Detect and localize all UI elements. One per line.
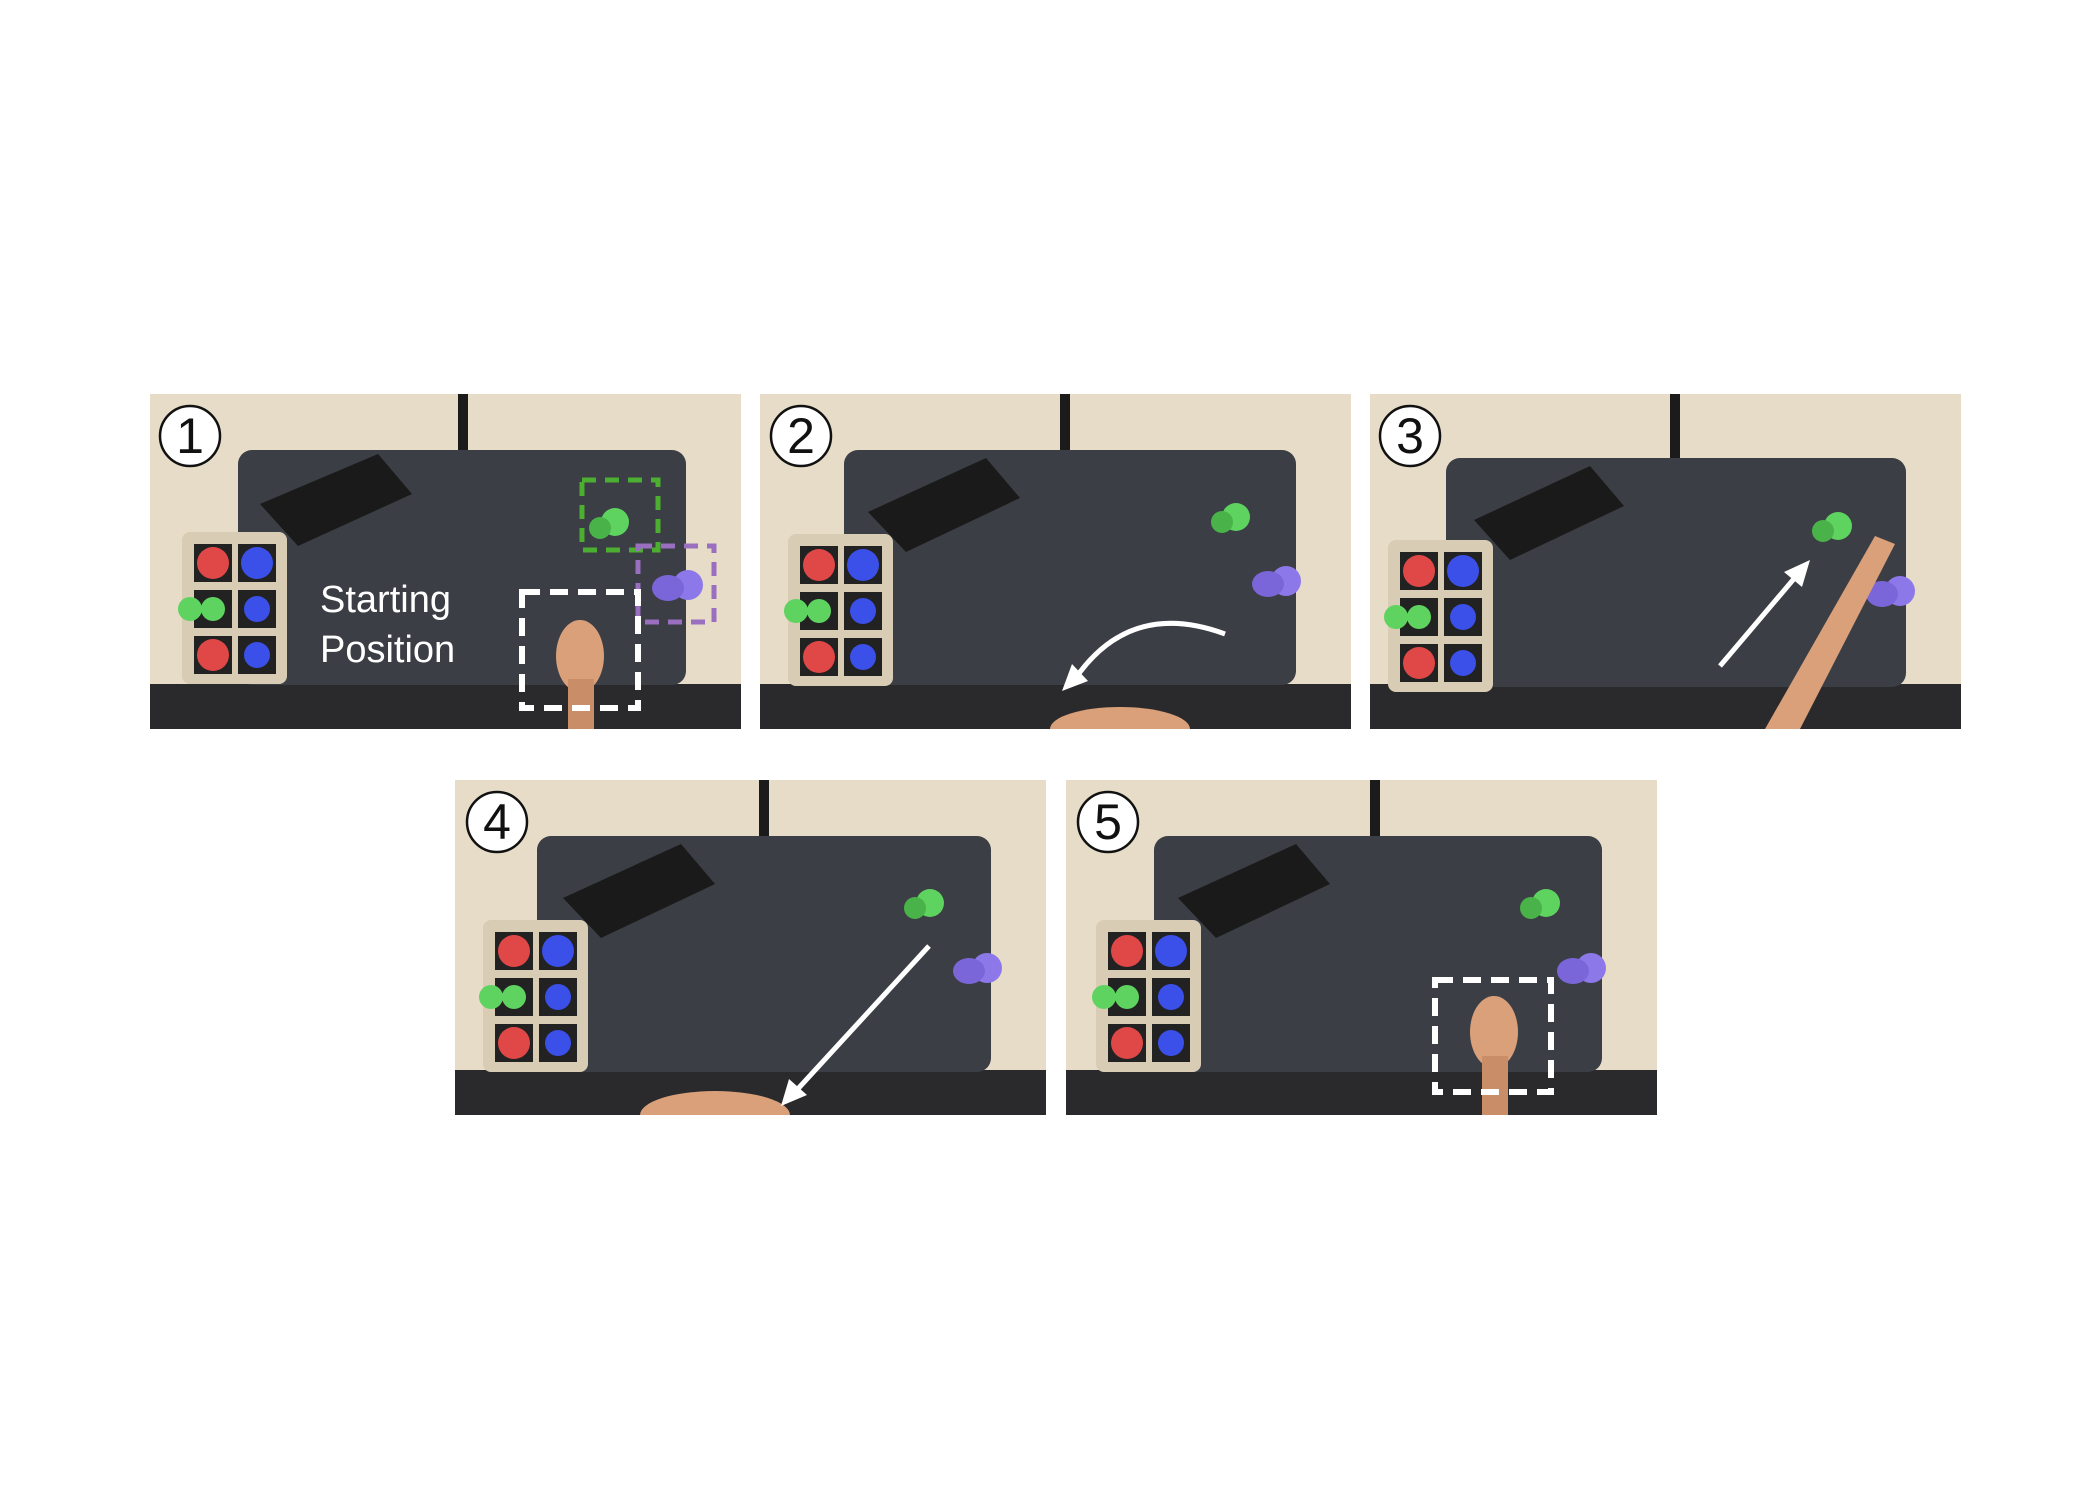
peg-tray (1092, 920, 1201, 1072)
green-peg (1812, 512, 1852, 542)
step-panel-2: 2 (760, 394, 1351, 729)
step-number-3: 3 (1396, 408, 1424, 464)
scene-photo-5: 5 (1066, 780, 1657, 1115)
step-panel-5: 5 (1066, 780, 1657, 1115)
start-position-box (519, 589, 641, 711)
return-arrow (793, 944, 931, 1094)
return-arrow (1072, 620, 1226, 681)
step-badge-1 (158, 404, 222, 468)
step-badge-5 (1076, 790, 1140, 854)
hand (556, 620, 604, 729)
step-badge-4 (465, 790, 529, 854)
return-arrow-head (781, 1079, 807, 1106)
green-peg (904, 889, 944, 919)
reach-arrow-head (1784, 560, 1810, 587)
purple-peg (953, 953, 1002, 984)
table-mat (844, 450, 1296, 685)
step-number-4: 4 (483, 794, 511, 850)
tablet (1474, 466, 1624, 560)
reach-arrow (1718, 572, 1800, 668)
caption-line-2: Position (320, 629, 455, 671)
arm (1765, 536, 1895, 729)
tablet (563, 844, 715, 938)
step-badge-2 (769, 404, 833, 468)
green-peg (1211, 503, 1250, 533)
green-peg (589, 508, 629, 539)
scene-photo-1: Starting Position 1 (150, 394, 741, 729)
step-panel-1: Starting Position 1 (150, 394, 741, 729)
step-number-2: 2 (787, 408, 815, 464)
caption-line-1: Starting (320, 579, 451, 621)
purple-peg (652, 570, 703, 601)
peg-tray (178, 532, 287, 684)
scene-photo-2: 2 (760, 394, 1351, 729)
step-panel-3: 3 (1370, 394, 1961, 729)
peg-tray (1384, 540, 1493, 692)
step-number-5: 5 (1094, 794, 1122, 850)
step-badge-3 (1378, 404, 1442, 468)
green-target-box (579, 477, 661, 553)
purple-peg (1557, 953, 1606, 984)
tablet (868, 458, 1020, 552)
hand (1470, 996, 1518, 1115)
green-peg (1520, 889, 1560, 919)
start-position-box (1432, 977, 1554, 1095)
peg-tray (479, 920, 588, 1072)
tablet (260, 454, 412, 546)
arm (640, 1091, 790, 1115)
tablet (1178, 844, 1330, 938)
peg-tray (784, 534, 893, 686)
purple-target-box (635, 543, 717, 625)
step-number-1: 1 (176, 408, 204, 464)
scene-photo-4: 4 (455, 780, 1046, 1115)
scene-photo-3: 3 (1370, 394, 1961, 729)
table-mat (1154, 836, 1602, 1072)
purple-peg (1252, 566, 1301, 597)
step-panel-4: 4 (455, 780, 1046, 1115)
purple-peg (1866, 576, 1915, 607)
return-arrow-head (1062, 664, 1088, 691)
arm (1050, 707, 1190, 729)
